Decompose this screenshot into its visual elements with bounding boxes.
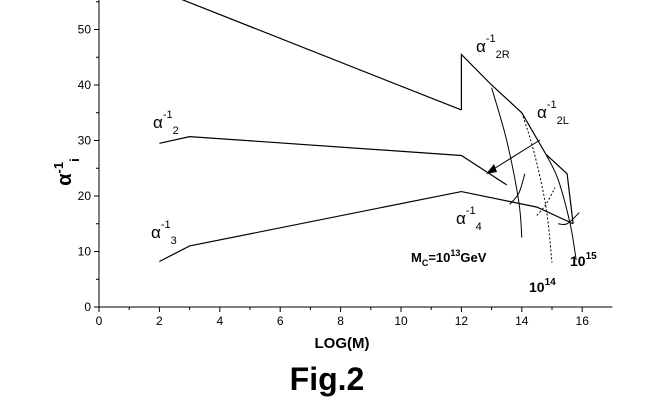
label-alpha-4-base: α xyxy=(456,209,466,228)
label-alpha-3-sub: 3 xyxy=(171,235,177,247)
label-10-15-sup: 15 xyxy=(586,251,598,262)
x-tick-label: 0 xyxy=(96,314,103,328)
label-alpha-2L-sup: -1 xyxy=(547,99,557,111)
label-alpha-2-sub: 2 xyxy=(173,125,179,137)
x-tick-label: 2 xyxy=(156,314,163,328)
x-tick-label: 12 xyxy=(455,314,469,328)
label-alpha-2-sup: -1 xyxy=(163,109,173,121)
label-alpha-4: α-14 xyxy=(456,205,482,233)
series-line xyxy=(181,0,462,111)
label-alpha-2R-sup: -1 xyxy=(486,33,496,45)
series-line xyxy=(159,190,574,263)
x-tick-label: 4 xyxy=(216,314,223,328)
figure-caption: Fig.2 xyxy=(290,361,365,397)
threshold-curve xyxy=(509,173,526,205)
y-axis-title-sub: i xyxy=(67,158,82,162)
label-alpha-4-sup: -1 xyxy=(466,205,476,217)
curves-group xyxy=(491,87,580,263)
label-10-15-base: 10 xyxy=(570,253,586,269)
threshold-curve xyxy=(545,154,577,260)
label-alpha-2R-base: α xyxy=(476,37,486,56)
label-10-14-sup: 14 xyxy=(545,277,557,288)
label-mc: MC=1013GeV xyxy=(411,248,487,268)
label-mc-mid: =10 xyxy=(428,250,450,265)
y-tick-label: 30 xyxy=(78,134,92,148)
label-mc-post: GeV xyxy=(460,250,486,265)
series-line xyxy=(460,53,574,224)
label-alpha-2L: α-12L xyxy=(537,99,569,127)
label-alpha-3-base: α xyxy=(151,223,161,242)
x-axis-title: LOG(M) xyxy=(315,335,370,352)
label-alpha-2: α-12 xyxy=(153,109,179,137)
label-alpha-3-sup: -1 xyxy=(161,219,171,231)
y-tick-label: 50 xyxy=(78,23,92,37)
label-alpha-2-base: α xyxy=(153,113,163,132)
arrow-line xyxy=(491,139,541,171)
x-tick-label: 14 xyxy=(515,314,529,328)
y-axis-title-sup: -1 xyxy=(51,162,66,174)
label-alpha-2L-base: α xyxy=(537,103,547,122)
y-axis-title-main: α xyxy=(54,173,76,186)
label-alpha-4-sub: 4 xyxy=(476,221,482,233)
label-mc-pre: M xyxy=(411,250,422,265)
threshold-curve xyxy=(536,187,556,216)
x-tick-label: 8 xyxy=(337,314,344,328)
y-tick-label: 0 xyxy=(84,300,91,314)
x-tick-label: 16 xyxy=(576,314,590,328)
series-group xyxy=(159,0,574,263)
axis-ticks: 0 2 4 6 8 10 12 14 16 0 10 20 30 40 50 xyxy=(78,1,590,328)
threshold-curve xyxy=(557,212,580,226)
label-alpha-3: α-13 xyxy=(151,219,177,247)
threshold-curve xyxy=(491,87,523,238)
label-alpha-2R: α-12R xyxy=(476,33,510,61)
label-alpha-2R-sub: 2R xyxy=(496,49,510,61)
label-10-15: 1015 xyxy=(570,251,597,269)
label-10-14-base: 10 xyxy=(529,279,545,295)
y-tick-label: 10 xyxy=(78,245,92,259)
y-axis-title: α-1i xyxy=(51,158,82,185)
x-tick-label: 6 xyxy=(277,314,284,328)
label-mc-sub: C xyxy=(422,258,429,268)
x-tick-label: 10 xyxy=(394,314,408,328)
series-line xyxy=(159,136,508,186)
label-alpha-2L-sub: 2L xyxy=(557,115,569,127)
label-10-14: 1014 xyxy=(529,277,556,295)
threshold-curve xyxy=(521,112,553,263)
arrow-head xyxy=(486,164,497,174)
y-tick-label: 20 xyxy=(78,189,92,203)
y-tick-label: 40 xyxy=(78,78,92,92)
label-mc-sup: 13 xyxy=(450,248,460,258)
